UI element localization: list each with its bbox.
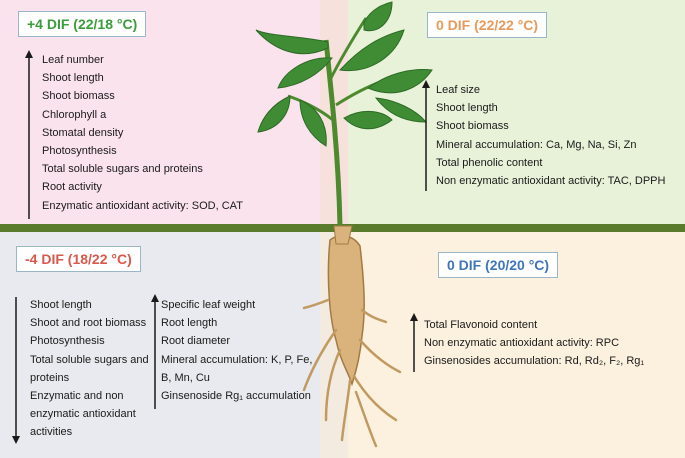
list-item: Total Flavonoid content <box>424 319 538 331</box>
increase-arrow-icon <box>410 313 418 372</box>
title-negative-dif: -4 DIF (18/22 °C) <box>16 246 141 272</box>
list-item: Shoot length <box>42 72 104 85</box>
list-item: Root activity <box>42 181 102 194</box>
list-zero-dif-22: Leaf size Shoot length Shoot biomass Min… <box>436 81 665 190</box>
list-item: Leaf number <box>42 54 104 66</box>
list-item: Ginsenosides accumulation: Rd, Rd₂, F₂, … <box>424 355 645 368</box>
list-item: Stomatal density <box>42 126 124 139</box>
list-item: Non enzymatic antioxidant activity: TAC,… <box>436 175 666 188</box>
increase-arrow-icon <box>151 294 159 409</box>
list-item: Photosynthesis <box>30 335 105 348</box>
title-zero-dif-22: 0 DIF (22/22 °C) <box>427 12 548 38</box>
decrease-arrow-icon <box>12 297 20 444</box>
list-item: Total soluble sugars and proteins <box>42 163 203 176</box>
list-item: Enzymatic antioxidant activity: SOD, CAT <box>42 199 243 212</box>
list-item: Total soluble sugars and proteins <box>30 353 149 384</box>
increase-arrow-icon <box>25 50 33 219</box>
list-item: Chlorophyll a <box>42 108 107 121</box>
list-negative-dif-decrease: Shoot length Shoot and root biomass Phot… <box>30 296 160 442</box>
list-item: Enzymatic and non enzymatic antioxidant … <box>30 390 136 439</box>
list-item: Shoot length <box>436 102 498 115</box>
list-item: Shoot biomass <box>42 90 115 103</box>
list-item: Specific leaf weight <box>161 299 256 311</box>
list-item: Shoot and root biomass <box>30 317 147 330</box>
list-item: Shoot biomass <box>436 120 509 133</box>
list-item: Leaf size <box>436 84 481 96</box>
list-item: Ginsenoside Rg₁ accumulation <box>161 390 311 403</box>
list-item: Mineral accumulation: K, P, Fe, B, Mn, C… <box>161 353 313 384</box>
list-item: Mineral accumulation: Ca, Mg, Na, Si, Zn <box>436 138 637 151</box>
list-item: Total phenolic content <box>436 156 543 169</box>
increase-arrow-icon <box>422 80 430 191</box>
list-item: Shoot length <box>30 299 92 311</box>
list-zero-dif-20: Total Flavonoid content Non enzymatic an… <box>424 316 644 371</box>
list-positive-dif: Leaf number Shoot length Shoot biomass C… <box>42 51 243 215</box>
list-item: Root diameter <box>161 335 231 348</box>
list-item: Photosynthesis <box>42 145 117 158</box>
title-positive-dif: +4 DIF (22/18 °C) <box>18 11 147 37</box>
list-negative-dif-increase: Specific leaf weight Root length Root di… <box>161 296 321 405</box>
title-zero-dif-20: 0 DIF (20/20 °C) <box>438 252 559 278</box>
list-item: Non enzymatic antioxidant activity: RPC <box>424 337 620 350</box>
list-item: Root length <box>161 317 218 330</box>
